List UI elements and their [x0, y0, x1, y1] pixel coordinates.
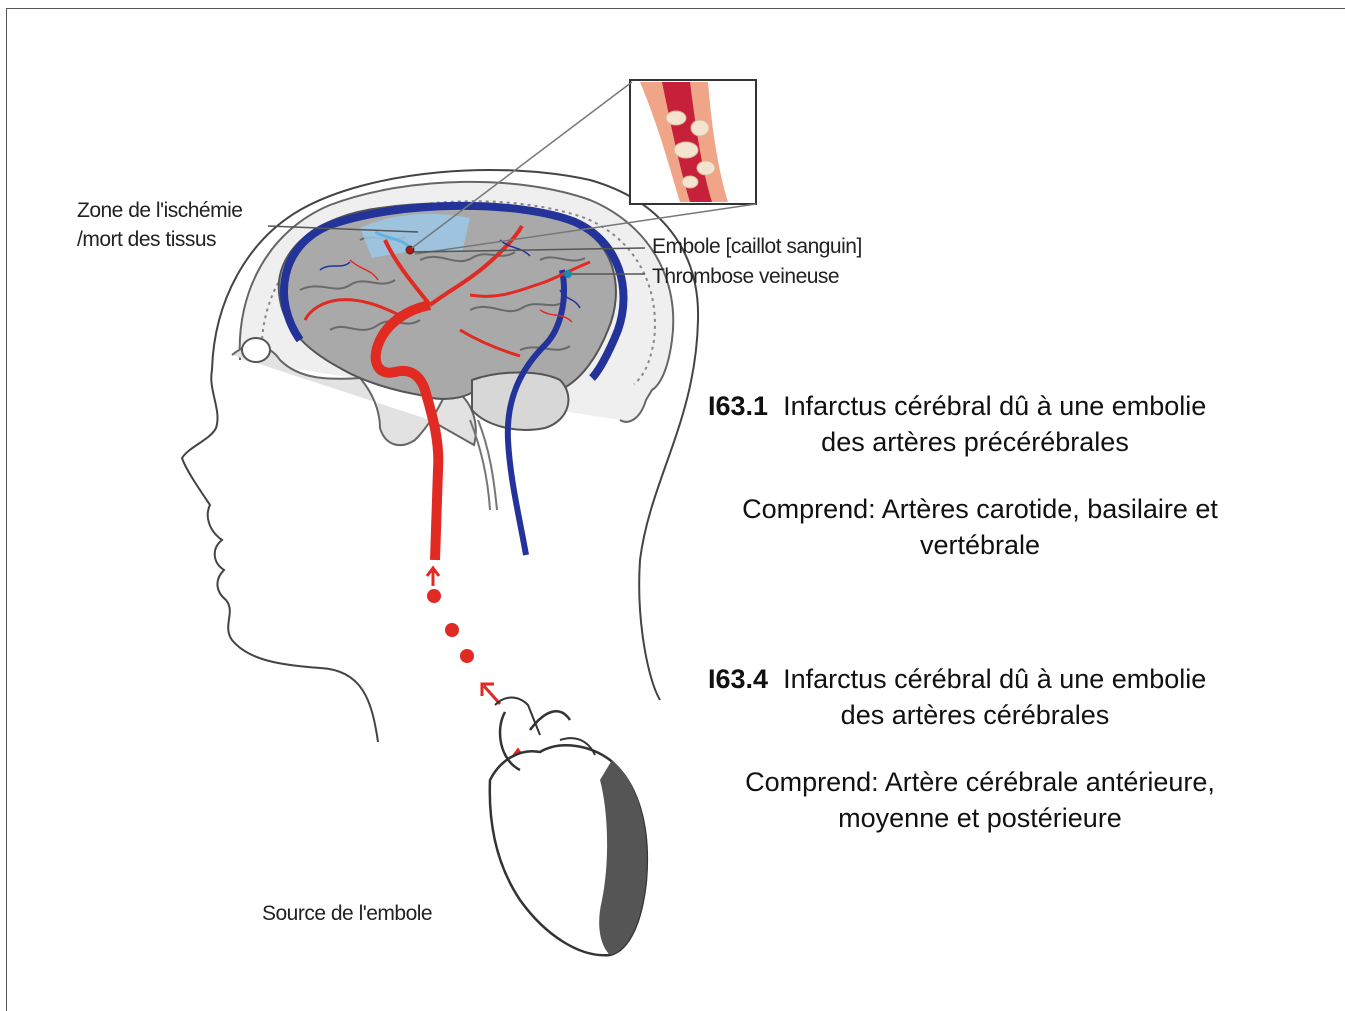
code-id: I63.1 — [708, 391, 768, 421]
code-title-line1: I63.4 Infarctus cérébral dû à une emboli… — [690, 661, 1270, 697]
neck-vertebra — [470, 420, 497, 510]
code-title-line1: I63.1 Infarctus cérébral dû à une emboli… — [690, 388, 1270, 424]
code-title-line2: des artères cérébrales — [690, 697, 1270, 733]
code-title: Infarctus cérébral dû à une embolie — [783, 664, 1206, 694]
thrombosis-label: Thrombose veineuse — [652, 263, 839, 291]
ischemia-label-line2: /mort des tissus — [77, 226, 216, 254]
ischemia-label-line1: Zone de l'ischémie — [77, 197, 242, 225]
code-entry-i63-4: I63.4 Infarctus cérébral dû à une emboli… — [690, 661, 1270, 836]
code-entry-i63-1: I63.1 Infarctus cérébral dû à une emboli… — [690, 388, 1270, 563]
code-title-line2: des artères précérébrales — [690, 424, 1270, 460]
code-id: I63.4 — [708, 664, 768, 694]
code-includes-line1: Comprend: Artères carotide, basilaire et — [690, 491, 1270, 527]
code-includes-line2: moyenne et postérieure — [690, 800, 1270, 836]
code-title: Infarctus cérébral dû à une embolie — [783, 391, 1206, 421]
code-includes-line2: vertébrale — [690, 527, 1270, 563]
thrombosis-mark — [564, 270, 572, 278]
embolus-label: Embole [caillot sanguin] — [652, 233, 862, 261]
eye-socket — [242, 338, 270, 362]
code-includes-line1: Comprend: Artère cérébrale antérieure, — [690, 764, 1270, 800]
source-label: Source de l'embole — [262, 900, 432, 928]
